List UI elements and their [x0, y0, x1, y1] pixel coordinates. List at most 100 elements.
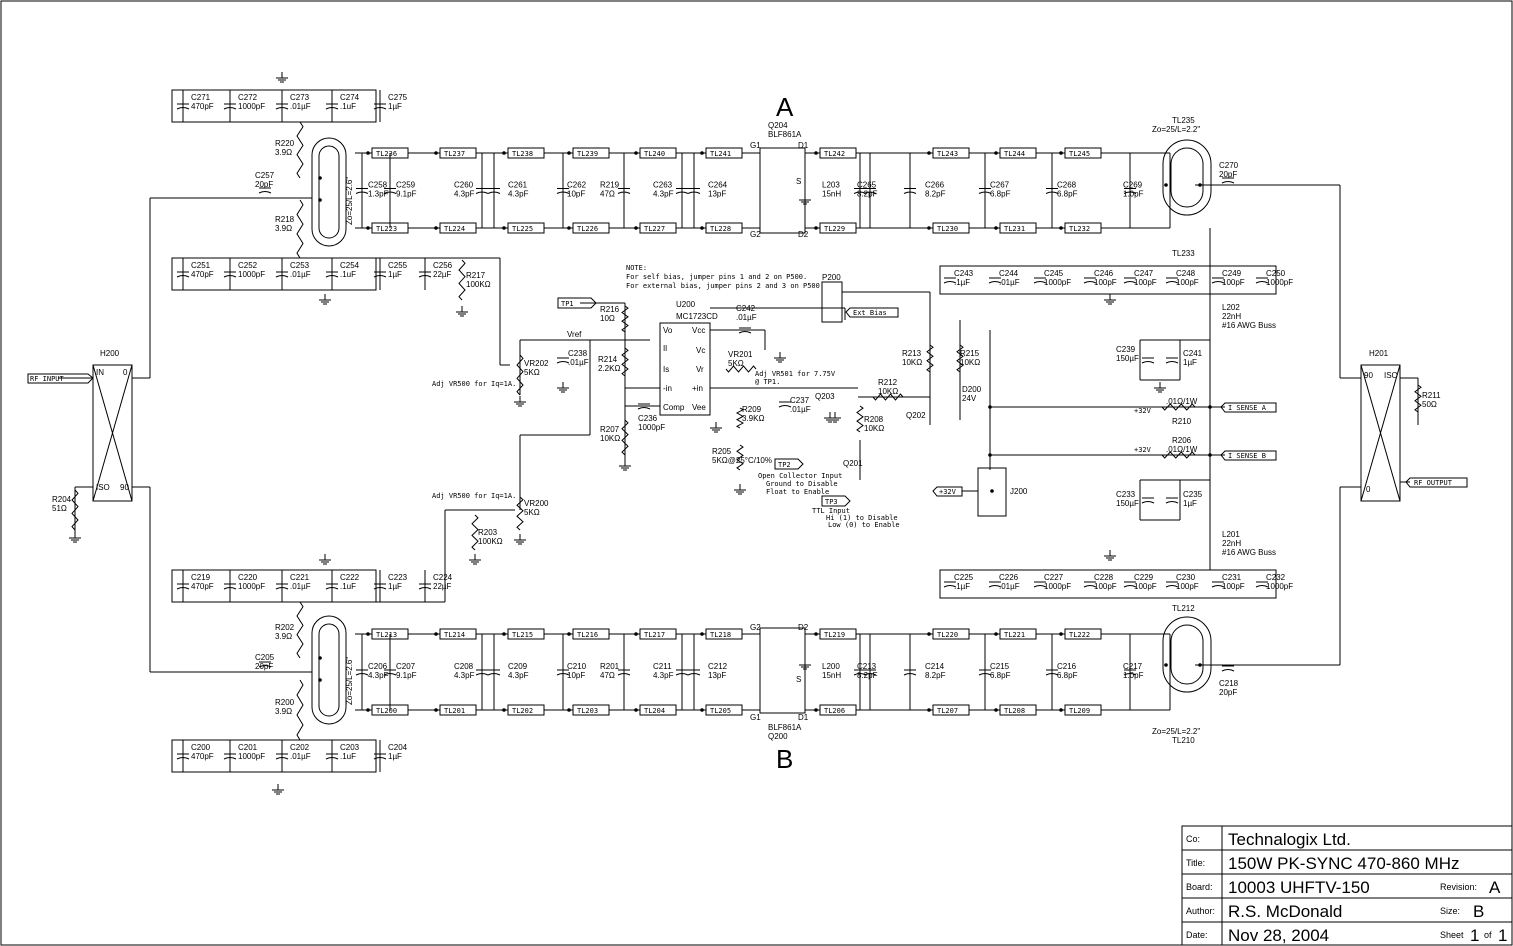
resistor-symbol [926, 344, 934, 373]
tb-author: R.S. McDonald [1228, 902, 1342, 921]
ground-symbol [774, 352, 786, 363]
top-l203-ref: L203 [822, 181, 840, 190]
tline-box [705, 147, 743, 159]
tline-box [819, 147, 857, 159]
bank-c251-ref: C251 [191, 261, 211, 270]
resistor-symbol [458, 259, 466, 301]
note-title: NOTE: [626, 264, 647, 272]
tb-revision-label: Revision: [1440, 882, 1477, 892]
h200-0: 0 [123, 368, 128, 377]
capacitor-symbol [675, 669, 689, 676]
rail-a-c244-ref: C244 [999, 269, 1019, 278]
tp2-label: TP2 [778, 461, 791, 469]
bot-c210-value: 10pF [567, 671, 585, 680]
capacitor-symbol [258, 661, 272, 668]
note-line-2: For external bias, jumper pins 2 and 3 o… [626, 282, 824, 290]
r200-value: 3.9Ω [275, 707, 292, 716]
bank-c200-ref: C200 [191, 743, 211, 752]
r206-label: R206 [1172, 436, 1192, 445]
rail-a-c248-ref: C248 [1176, 269, 1196, 278]
r207-ref: R207 [600, 425, 620, 434]
resistor-symbol [621, 347, 629, 377]
q200-part: BLF861A [768, 723, 802, 732]
junction-dot [634, 226, 638, 230]
junction-dot [366, 632, 370, 636]
top-c259-ref: C259 [396, 181, 416, 190]
tline-label: TL240 [644, 150, 665, 158]
bot-c213-value: 8.2pF [857, 671, 878, 680]
bank-c219-value: 470pF [191, 582, 214, 591]
junction-dot [814, 151, 818, 155]
tl212-label: TL212 [1172, 604, 1195, 613]
top-c263-value: 4.3pF [653, 190, 674, 199]
tl235-label: TL235 [1172, 116, 1195, 125]
rf-output-port [1405, 477, 1468, 488]
tline-box [1064, 704, 1102, 716]
ground-symbol [319, 294, 331, 305]
top-l203-value: 15nH [822, 190, 841, 199]
tp1-label: TP1 [561, 300, 574, 308]
rail-b-c227-value: 1000pF [1044, 582, 1071, 591]
resistor-symbol [296, 679, 304, 741]
tline-label: TL241 [710, 150, 731, 158]
bank-c221-value: .01µF [290, 582, 311, 591]
tline-box [932, 704, 970, 716]
tline-label: TL217 [644, 631, 665, 639]
tb-size-label: Size: [1440, 906, 1460, 916]
q200-source: S [796, 675, 801, 684]
h201-0: 0 [1366, 485, 1371, 494]
bank-c253-ref: C253 [290, 261, 310, 270]
junction-dot [567, 151, 571, 155]
bank-c255-ref: C255 [388, 261, 408, 270]
c236-ref: C236 [638, 414, 658, 423]
top-c260-value: 4.3pF [454, 190, 475, 199]
capacitor-symbol [383, 188, 397, 194]
top-c266-value: 8.2pF [925, 190, 946, 199]
vr201-ref: VR201 [728, 350, 753, 359]
tp3-marker [821, 495, 851, 507]
plus32v-b: +32V [1134, 446, 1152, 454]
rail-b-c231-ref: C231 [1222, 573, 1242, 582]
r206-val: .01Ω/1W [1166, 445, 1198, 454]
rail-a-c243-ref: C243 [954, 269, 974, 278]
c237-ref: C237 [790, 396, 810, 405]
tline-box [639, 628, 677, 640]
resistor-symbol [856, 405, 864, 433]
tline-box [507, 628, 545, 640]
r217-ref: R217 [466, 271, 486, 280]
tline-label: TL205 [710, 707, 731, 715]
c218-value: 20pF [1219, 688, 1237, 697]
q204-g1: G1 [750, 141, 761, 150]
bank-c222-value: .1uF [340, 582, 356, 591]
r212-ref: R212 [878, 378, 898, 387]
bank-c251-value: 470pF [191, 270, 214, 279]
ground-symbol [469, 554, 481, 565]
capacitor-symbol [738, 327, 752, 334]
junction-dot [567, 708, 571, 712]
junction-dot [700, 708, 704, 712]
c218-ref: C218 [1219, 679, 1239, 688]
h201-label: H201 [1369, 349, 1389, 358]
amp-a-label: A [776, 92, 794, 122]
tline-box [572, 704, 610, 716]
bank-c200-value: 470pF [191, 752, 214, 761]
d200-ref: D200 [962, 385, 982, 394]
tline-box [705, 222, 743, 234]
tline-box [705, 704, 743, 716]
tline-label: TL229 [824, 225, 845, 233]
capacitor-symbol [325, 583, 339, 590]
capacitor-symbol [487, 188, 501, 194]
capacitor-symbol [355, 188, 369, 194]
vr201-value: 5KΩ [728, 359, 744, 368]
tline-box [705, 628, 743, 640]
c270-value: 20pF [1219, 170, 1237, 179]
capacitor-symbol [223, 583, 237, 590]
capacitor-symbol [1033, 581, 1047, 588]
junction-dot [634, 632, 638, 636]
tb-date: Nov 28, 2004 [1228, 926, 1329, 945]
junction-dot [700, 632, 704, 636]
tline-box [572, 147, 610, 159]
q203-label: Q203 [815, 392, 835, 401]
bot-c208-ref: C208 [454, 662, 474, 671]
